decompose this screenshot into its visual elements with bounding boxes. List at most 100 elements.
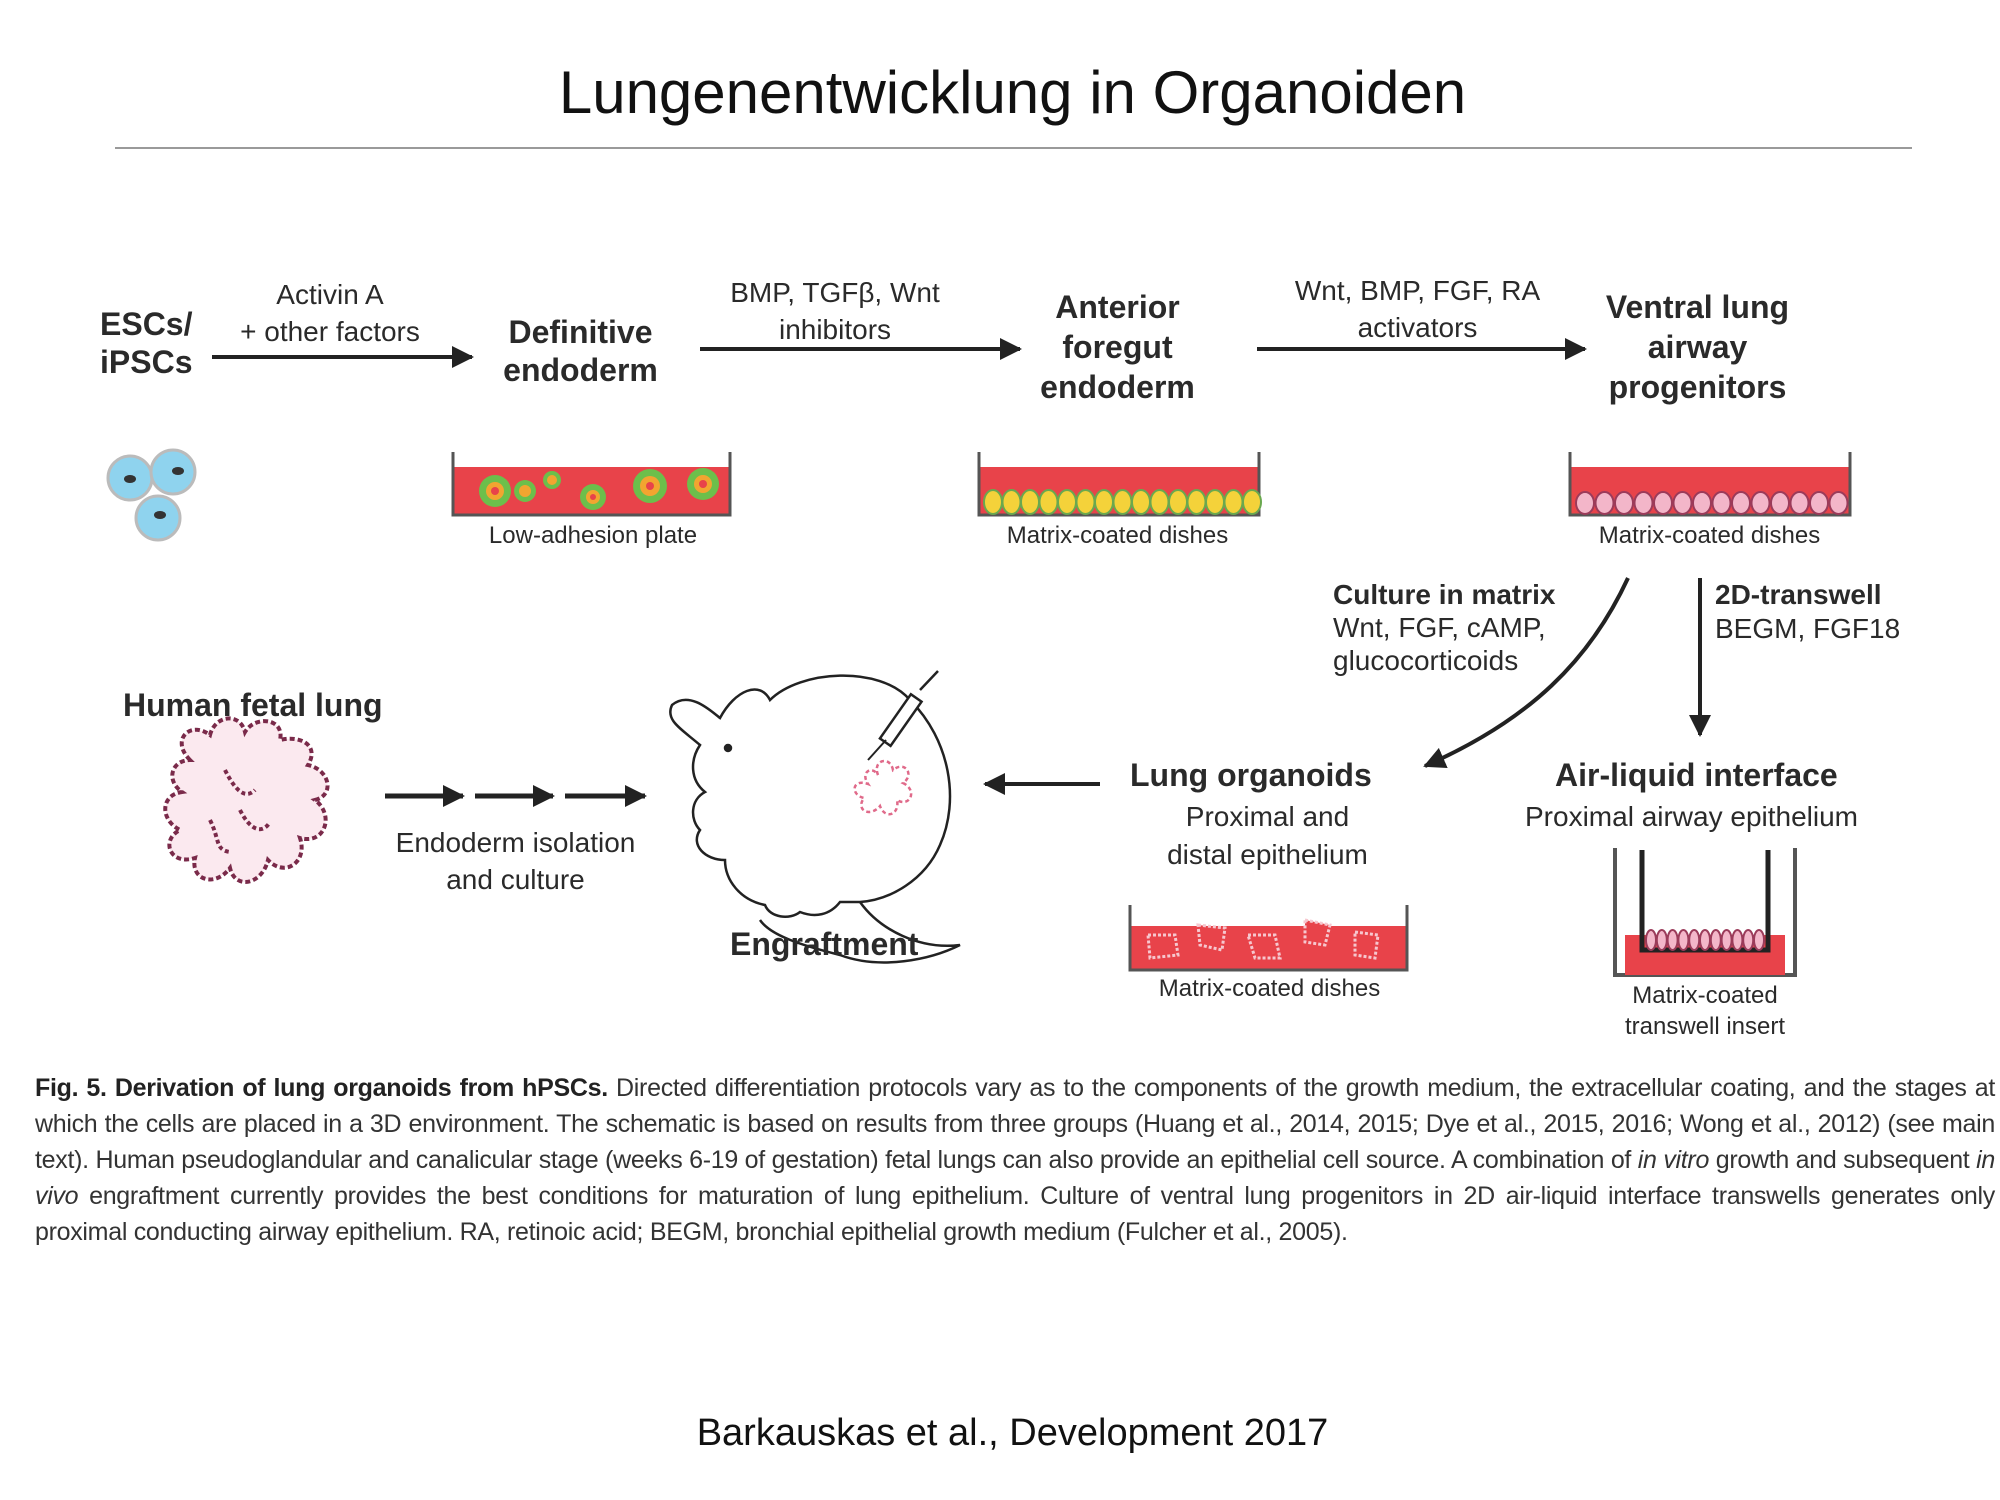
node-air-liquid-interface: Air-liquid interface [1555,757,1838,793]
node-ventral-line3: progenitors [1608,369,1787,405]
cell-shape [1672,491,1693,515]
node-anterior-line1: Anterior [1055,289,1180,325]
cell-shape [1575,491,1595,515]
caption-part3: engraftment currently provides the best … [35,1182,1995,1246]
node-escs-line1: ESCs/ [100,306,193,342]
cell-shape [1653,491,1673,515]
cell-shape [1753,929,1765,951]
transwell-line2: BEGM, FGF18 [1715,613,1901,644]
cell-shape [1742,929,1755,951]
node-definitive-line2: endoderm [503,352,658,389]
node-escs-line2: iPSCs [100,344,193,381]
node-lung-organoids-subtitle: Proximal and distal epithelium [1140,798,1395,874]
cell-shape [1655,929,1668,951]
cell-shape [1750,491,1771,515]
arrow-label-bmp-inhibitors: BMP, TGFβ, Wnt inhibitors [705,274,965,348]
bmp-line2: inhibitors [778,314,892,345]
title-divider [115,147,1912,149]
cell-shape [1223,489,1244,515]
cell-shape [1594,491,1615,515]
cell-shape [1720,929,1733,951]
cell-shape [1828,491,1849,515]
fetal-lung-icon [163,716,330,884]
cell-shape [1809,491,1829,515]
node-lung-organoids: Lung organoids [1130,757,1372,793]
matrix-dish-anterior-icon [977,452,1262,517]
caption-part2: growth and subsequent [1709,1146,1977,1174]
cell-shape [1699,929,1711,951]
es-cells-icon [106,448,197,542]
syringe-icon [867,670,939,761]
cell-shape [1038,489,1059,515]
dish-label-matrix-3: Matrix-coated dishes [1158,975,1381,1002]
node-anterior-foregut: Anterior foregut endoderm [1030,287,1205,407]
mouse-lung-graft-icon [853,759,913,816]
node-ventral-line2: airway [1647,329,1748,365]
slide-title: Lungenentwicklung in Organoiden [558,59,1467,126]
node-anterior-line2: foregut [1062,329,1173,365]
cell-shape [1692,491,1712,515]
cell-shape [1186,489,1207,515]
cell-shape [1205,489,1225,515]
dish-label-matrix-1: Matrix-coated dishes [1006,522,1229,549]
endoderm-iso-line1: Endoderm isolation [395,827,636,858]
caption-part1: Directed differentiation protocols vary … [35,1074,1995,1174]
cell-shape [1711,491,1732,515]
node-definitive-line1: Definitive [508,314,653,350]
cell-shape [1633,491,1654,515]
node-escs: ESCs/ iPSCs [100,305,192,382]
cell-shape [1242,489,1262,515]
arrow-label-endoderm-isolation: Endoderm isolation and culture [383,824,648,898]
activin-line1: Activin A [276,279,384,310]
culture-line3: glucocorticoids [1333,645,1519,676]
node-ventral-progenitors: Ventral lung airway progenitors [1590,287,1805,407]
activators-line1: Wnt, BMP, FGF, RA [1294,275,1541,306]
dish-label-low-adhesion: Low-adhesion plate [488,522,698,549]
matrix-dish-ventral-icon [1568,452,1852,517]
caption-bold: Fig. 5. Derivation of lung organoids fro… [35,1074,608,1102]
figure-caption: Fig. 5. Derivation of lung organoids fro… [35,1070,1995,1250]
culture-line1: Culture in matrix [1333,579,1556,610]
transwell-insert-icon [1613,848,1797,977]
activators-line2: activators [1357,312,1478,343]
organoids-subtitle-line1: Proximal and [1185,801,1350,832]
caption-italic-in-vitro: in vitro [1637,1146,1710,1174]
cell-shape [1614,491,1634,515]
cell-shape [1020,489,1040,515]
cell-shape [1057,489,1077,515]
transwell-line1: 2D-transwell [1715,579,1882,610]
arrow-label-activators: Wnt, BMP, FGF, RA activators [1275,272,1560,346]
citation: Barkauskas et al., Development 2017 [696,1412,1329,1454]
caption-italic-in-vivo: in vivo [35,1146,1995,1210]
arrow-label-activin: Activin A + other factors [230,276,430,350]
node-ventral-line1: Ventral lung [1605,289,1790,325]
transwell-insert-line2: transwell insert [1624,1013,1786,1040]
cell-shape [1688,929,1701,951]
cell-shape [1677,929,1690,951]
node-ali-subtitle: Proximal airway epithelium [1525,801,1859,832]
node-human-fetal-lung: Human fetal lung [123,687,383,723]
bmp-line1: BMP, TGFβ, Wnt [730,277,940,308]
cell-shape [1789,491,1810,515]
cell-shape [1094,489,1114,515]
node-engraftment: Engraftment [730,926,919,962]
activin-line2: + other factors [240,316,420,347]
culture-line2: Wnt, FGF, cAMP, [1333,612,1546,643]
node-definitive-endoderm: Definitive endoderm [493,313,668,390]
cell-shape [1001,489,1022,515]
cell-shape [1131,489,1151,515]
node-anterior-line3: endoderm [1040,369,1195,405]
cell-shape [1168,489,1188,515]
organoid-dish-icon [1128,905,1409,972]
cell-shape [1709,929,1722,951]
cell-shape [1770,491,1790,515]
dish-label-transwell-insert: Matrix-coated transwell insert [1580,980,1830,1042]
cell-shape [1112,489,1133,515]
cell-shape [1731,929,1744,951]
cell-shape [983,489,1003,515]
arrow-label-transwell: 2D-transwell BEGM, FGF18 [1715,578,1900,646]
arrow-ventral-to-organoids [1423,577,1630,769]
dish-label-matrix-2: Matrix-coated dishes [1598,522,1821,549]
low-adhesion-plate-icon [451,452,732,517]
